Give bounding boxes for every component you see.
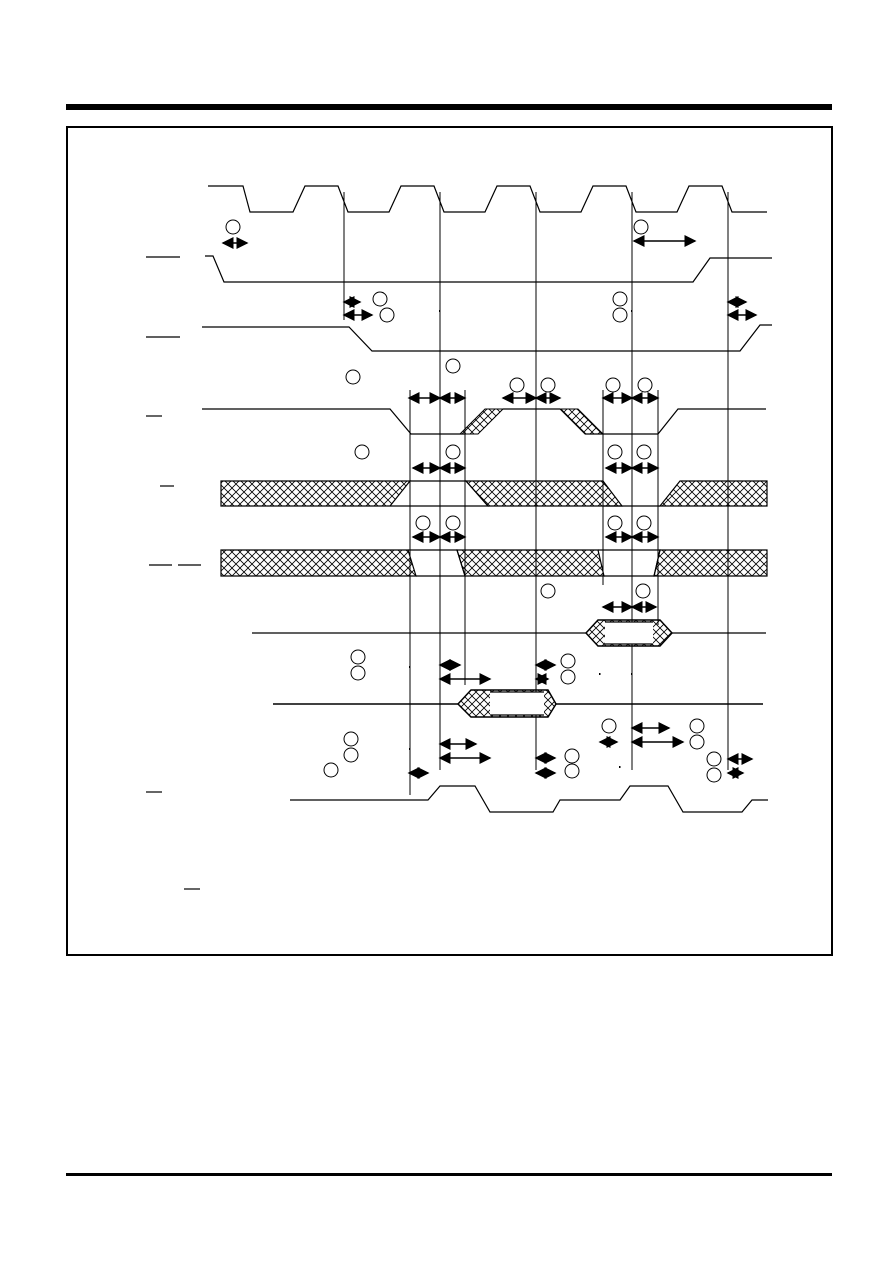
we-waveform bbox=[202, 324, 772, 352]
data-out-bus bbox=[252, 619, 766, 647]
ready-waveform bbox=[290, 785, 768, 813]
header-rule bbox=[66, 104, 832, 110]
timing-parameter-circles bbox=[225, 219, 722, 783]
addr-b-bus bbox=[220, 549, 768, 577]
addr-a-bus bbox=[220, 480, 768, 507]
minor-dots bbox=[409, 310, 633, 768]
footer-rule bbox=[66, 1173, 832, 1176]
clock-waveform bbox=[208, 185, 767, 213]
timing-diagram-frame bbox=[66, 126, 833, 956]
cs-waveform bbox=[205, 255, 772, 283]
oe-waveform bbox=[202, 408, 766, 435]
timing-arrows bbox=[221, 235, 758, 779]
data-in-bus bbox=[273, 689, 763, 718]
